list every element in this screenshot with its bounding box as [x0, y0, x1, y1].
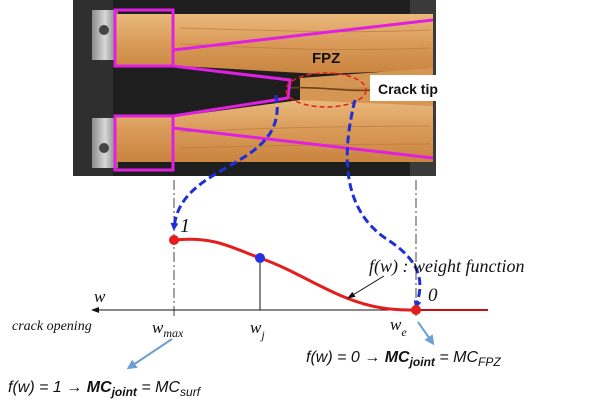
value-zero-label: 0: [428, 285, 438, 306]
weight-function-label: f(w) : weight function: [369, 256, 524, 277]
wj-base: w: [250, 318, 262, 337]
dashed-arrows: [170, 94, 422, 309]
point-wj: [255, 253, 265, 263]
wj-sub: j: [259, 328, 265, 342]
wood-lower-arm: [115, 100, 433, 162]
weight-function-pointer: [347, 275, 385, 299]
point-we: [411, 305, 421, 315]
callout-arrow-we: [417, 321, 435, 346]
specimen-photo: FPZ Crack tip: [73, 0, 472, 176]
fpz-label: FPZ: [312, 50, 340, 67]
svg-text:we: we: [390, 315, 407, 339]
guide-lines: [173, 180, 417, 316]
dashed-arrow-to-we: [345, 99, 422, 309]
callout-arrow-wmax: [126, 338, 173, 370]
dashed-arrow-to-wmax: [170, 94, 279, 231]
weight-function: 1 0 f(w) : weight function: [169, 215, 524, 315]
equation-surf: f(w) = 1 → MCjoint = MCsurf: [8, 379, 202, 399]
crack-tip-label: Crack tip: [378, 81, 438, 97]
tick-wmax: wmax: [152, 318, 184, 340]
equation-fpz: f(w) = 0 → MCjoint = MCFPZ: [306, 349, 501, 369]
svg-text:wmax: wmax: [152, 318, 184, 340]
crack-opening-label: crack opening: [12, 319, 92, 334]
we-sub: e: [401, 325, 407, 339]
tick-we: we: [390, 315, 407, 339]
crack-line: [287, 86, 373, 92]
axis-w-label: w: [94, 287, 106, 306]
point-wmax: [169, 235, 179, 245]
tick-wj: wj: [250, 258, 265, 342]
w-axis: w crack opening wmax wj we: [12, 258, 488, 342]
wmax-sub: max: [163, 326, 184, 340]
specimen-outline: [113, 8, 434, 172]
wmax-base: w: [152, 318, 164, 337]
value-one-label: 1: [180, 215, 190, 237]
weight-function-curve: [173, 237, 417, 312]
crack-tip-label-box: [370, 75, 472, 101]
svg-text:wj: wj: [250, 318, 265, 342]
fpz-ellipse: [285, 72, 367, 108]
we-base: w: [390, 315, 402, 334]
